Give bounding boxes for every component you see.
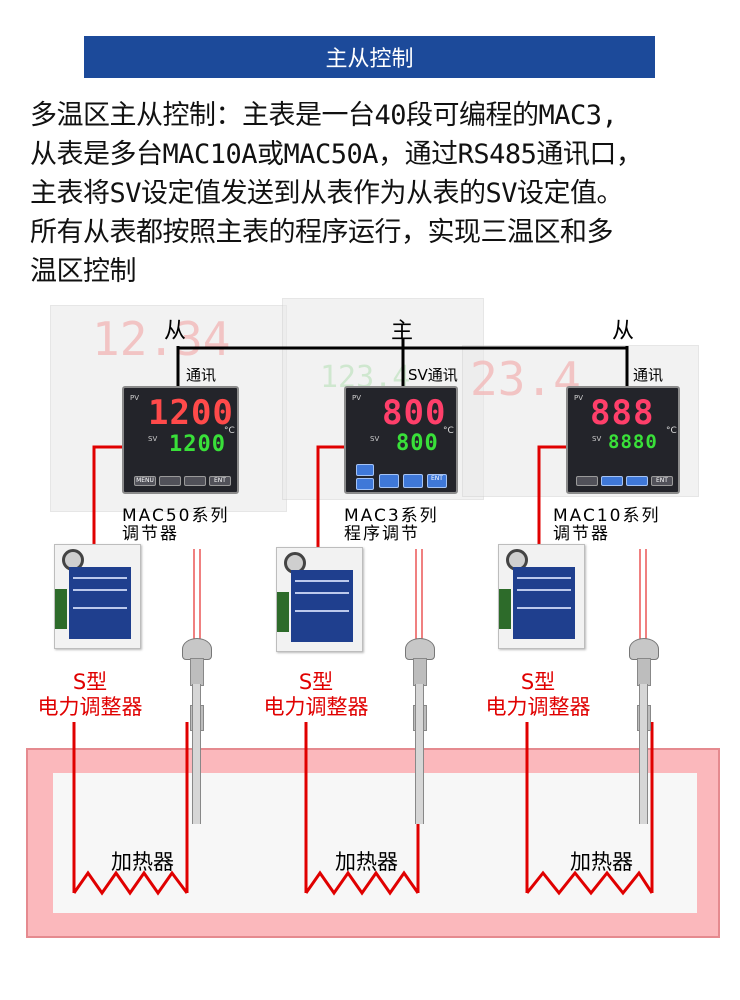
sv-display: 8880 — [608, 431, 658, 453]
slave-role-label: 从 — [612, 313, 634, 345]
model-type: 程序调节 — [344, 525, 439, 543]
unit-label: °C — [224, 426, 235, 436]
enter-button[interactable]: ENT — [427, 474, 447, 488]
regulator-panel — [291, 570, 353, 642]
circuit-board — [55, 589, 67, 629]
regulator-type: S型 — [20, 670, 160, 695]
regulator-name: 电力调整器 — [468, 695, 608, 720]
model-name: MAC3系列 — [344, 507, 439, 525]
regulator-name: 电力调整器 — [246, 695, 386, 720]
model-type: 调节器 — [122, 525, 230, 543]
sv-display: 1200 — [169, 432, 226, 457]
mac50-controller: PV 1200 SV 1200 °C MENU ENT — [122, 386, 239, 494]
circuit-board — [499, 589, 511, 629]
slave-role-label: 从 — [164, 313, 186, 345]
heater-label: 加热器 — [570, 846, 633, 876]
heater-label: 加热器 — [111, 846, 174, 876]
comm-label: 通讯 — [633, 364, 663, 385]
down-button[interactable] — [379, 474, 399, 488]
regulator-label: S型 电力调整器 — [20, 670, 160, 720]
comm-label: SV通讯 — [408, 364, 458, 385]
power-regulator — [54, 544, 141, 649]
regulator-name: 电力调整器 — [20, 695, 160, 720]
down-button[interactable] — [601, 476, 623, 486]
down-button[interactable] — [159, 476, 181, 486]
up-button[interactable] — [403, 474, 423, 488]
rs485-bus — [177, 338, 627, 386]
pv-label: PV — [574, 394, 583, 402]
comm-label: 通讯 — [186, 364, 216, 385]
regulator-type: S型 — [246, 670, 386, 695]
mac10-controller: PV 888 SV 8880 °C ENT — [566, 386, 680, 494]
program-button[interactable] — [356, 464, 374, 476]
enter-button[interactable]: ENT — [209, 476, 231, 486]
mac3-program-controller: PV 800 SV 800 °C ENT — [344, 386, 458, 494]
pv-display: 1200 — [148, 394, 234, 432]
sv-label: SV — [148, 435, 157, 443]
run-button[interactable] — [356, 478, 374, 490]
power-regulator — [498, 544, 585, 649]
menu-button[interactable] — [576, 476, 598, 486]
unit-label: °C — [666, 426, 677, 436]
model-name: MAC10系列 — [553, 507, 661, 525]
power-regulator — [276, 547, 363, 652]
controller-model-label: MAC50系列 调节器 — [122, 507, 230, 543]
circuit-board — [277, 592, 289, 632]
regulator-panel — [69, 567, 131, 639]
regulator-label: S型 电力调整器 — [246, 670, 386, 720]
controller-model-label: MAC10系列 调节器 — [553, 507, 661, 543]
regulator-type: S型 — [468, 670, 608, 695]
model-name: MAC50系列 — [122, 507, 230, 525]
pv-display: 800 — [382, 394, 446, 432]
pv-label: PV — [352, 394, 361, 402]
up-button[interactable] — [184, 476, 206, 486]
up-button[interactable] — [626, 476, 648, 486]
controller-model-label: MAC3系列 程序调节 — [344, 507, 439, 543]
enter-button[interactable]: ENT — [651, 476, 673, 486]
model-type: 调节器 — [553, 525, 661, 543]
menu-button[interactable]: MENU — [134, 476, 156, 486]
sv-label: SV — [592, 435, 601, 443]
sv-display: 800 — [396, 431, 439, 456]
pv-label: PV — [130, 394, 139, 402]
regulator-panel — [513, 567, 575, 639]
master-role-label: 主 — [391, 313, 413, 345]
heater-coils — [74, 873, 652, 893]
unit-label: °C — [443, 426, 454, 436]
pv-display: 888 — [590, 394, 654, 432]
sv-label: SV — [370, 435, 379, 443]
regulator-label: S型 电力调整器 — [468, 670, 608, 720]
heater-label: 加热器 — [335, 846, 398, 876]
